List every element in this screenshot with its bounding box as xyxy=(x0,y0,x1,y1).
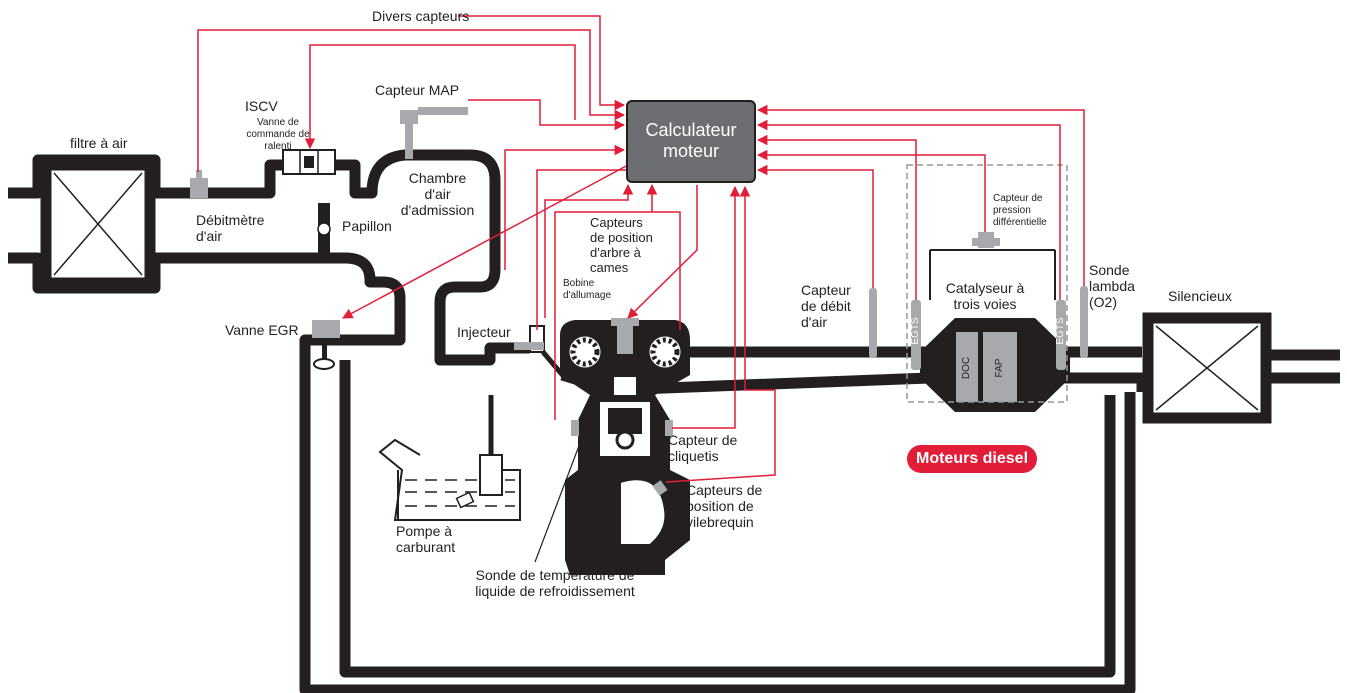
muffler-icon xyxy=(1142,312,1272,424)
capteur-map-label: Capteur MAP xyxy=(375,82,460,98)
catalyseur-label: Catalyseur à trois voies xyxy=(945,280,1025,312)
signal-lines xyxy=(197,15,1085,483)
capteur-cliquetis-label: Capteur de cliquetis xyxy=(668,432,738,464)
sonde-temp-label: Sonde de température de liquide de refro… xyxy=(475,567,635,599)
catalyst-icon xyxy=(906,164,1070,412)
egr-valve-icon xyxy=(312,320,340,370)
throttle-icon xyxy=(317,203,331,255)
capteur-debit-label: Capteur de débit d'air xyxy=(801,282,851,330)
sonde-lambda-label: Sonde lambda (O2) xyxy=(1089,262,1135,310)
chambre-label: Chambre d'air d'admission xyxy=(400,170,475,218)
moteurs-diesel-badge: Moteurs diesel xyxy=(907,445,1037,473)
fap-label: FAP xyxy=(994,358,1005,378)
capteur-pression-label: Capteur de pression différentielle xyxy=(993,193,1047,228)
pompe-label: Pompe à carburant xyxy=(396,523,456,555)
probe-icons xyxy=(869,286,1088,370)
iscv-valve-icon xyxy=(282,149,336,175)
sensor-icon xyxy=(190,170,208,198)
iscv-label: ISCV xyxy=(245,98,278,114)
papillon-label: Papillon xyxy=(342,218,392,234)
bobine-label: Bobine d'allumage xyxy=(563,278,612,301)
capteurs-vilebrequin-label: Capteurs de position de vilebrequin xyxy=(686,482,763,530)
capteurs-arbre-label: Capteurs de position d'arbre à cames xyxy=(590,215,653,275)
calculateur-moteur-label: Calculateur moteur xyxy=(645,120,737,161)
ecu-box xyxy=(626,100,756,183)
map-sensor-icon xyxy=(400,107,468,159)
egts-left-label: EGTS xyxy=(910,317,921,345)
debitmetre-label: Débitmètre d'air xyxy=(196,212,265,244)
egts-right-label: EGTS xyxy=(1055,317,1066,345)
injector-icon xyxy=(514,325,567,380)
vanne-egr-label: Vanne EGR xyxy=(225,322,299,338)
injecteur-label: Injecteur xyxy=(457,324,511,340)
fuel-pump-icon xyxy=(378,395,521,521)
filtre-air-label: filtre à air xyxy=(70,135,128,151)
divers-capteurs-label: Divers capteurs xyxy=(372,8,470,24)
filtre-icon xyxy=(40,159,156,289)
doc-label: DOC xyxy=(961,356,972,380)
engine-icon xyxy=(560,318,690,575)
iscv-desc-label: Vanne de commande de ralenti xyxy=(246,117,310,152)
silencieux-label: Silencieux xyxy=(1168,288,1232,304)
